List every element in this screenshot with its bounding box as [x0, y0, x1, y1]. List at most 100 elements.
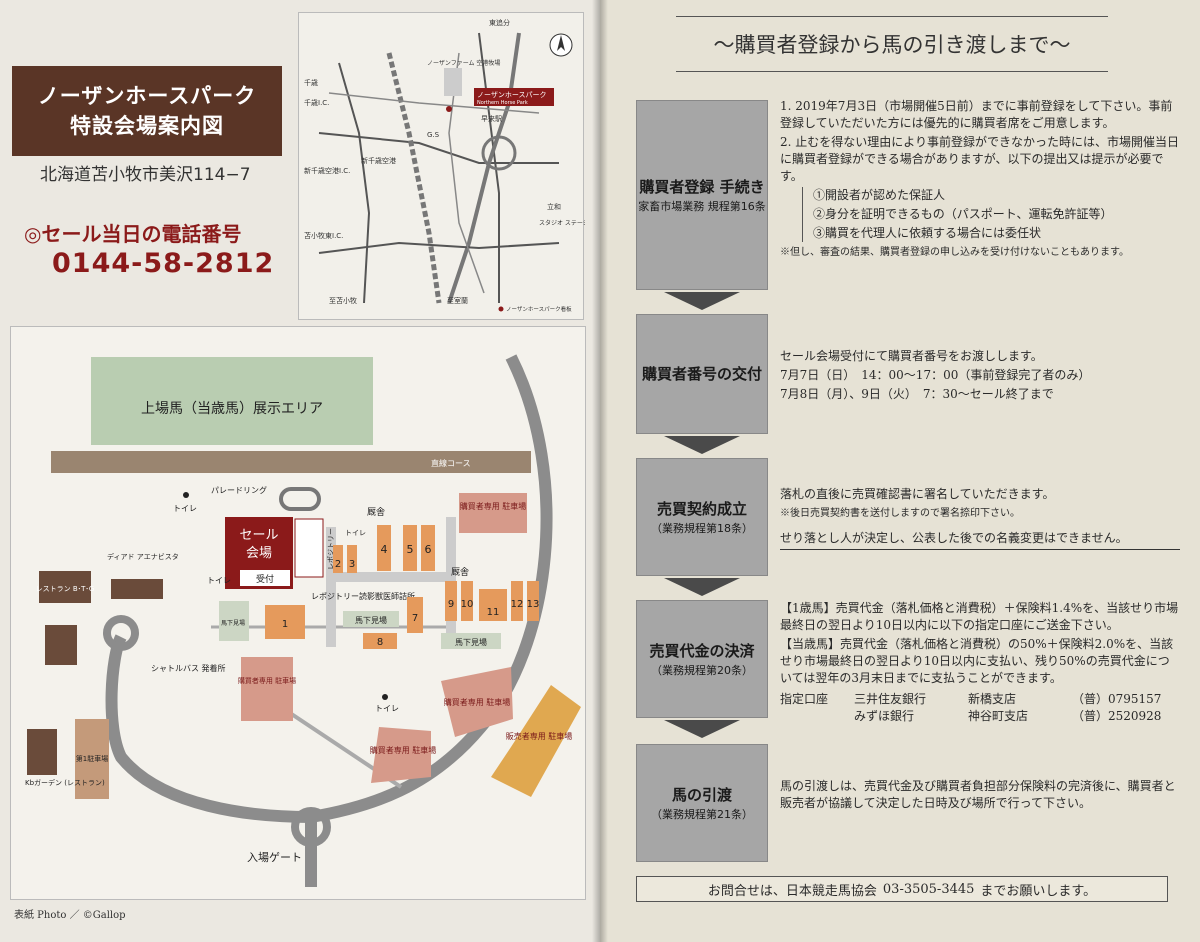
stall-13-label: 13: [527, 599, 540, 610]
flow-arrow-icon: [664, 292, 740, 310]
exhibit-area-label: 上場馬（当歳馬）展示エリア: [141, 401, 323, 417]
s1-option-2: ②身分を証明できるもの（パスポート、運転免許証等）: [813, 207, 1113, 221]
parking-1-label: 第1駐車場: [76, 754, 108, 763]
bank-1: 三井住友銀行: [854, 692, 927, 706]
label-shin-chitose: 新千歳空港: [361, 156, 396, 165]
vet-office-label: レポジトリー読影獣医師詰所: [311, 591, 415, 601]
tel-number: 0144-58-2812: [52, 248, 275, 279]
stall-3: [347, 545, 357, 573]
parade-ring: [279, 487, 321, 511]
buyer-parking-1-label: 購買者専用 駐車場: [460, 501, 527, 511]
contact-footer: お問合せは、日本競走馬協会 03-3505-3445 までお願いします。: [636, 876, 1168, 902]
step-2-title: 購買者番号の交付: [641, 365, 762, 383]
s4-p1: 【1歳馬】売買代金（落札価格と消費税）＋保険料1.4%を、当該せり市場最終日の翌…: [780, 601, 1179, 632]
s1-option-3: ③購買を代理人に依頼する場合には委任状: [813, 226, 1042, 240]
flow-arrow-icon: [664, 578, 740, 596]
buyer-parking-3: [441, 667, 513, 737]
label-shin-chitose-ic: 新千歳空港I.C.: [304, 166, 350, 175]
diad-building: [111, 579, 163, 599]
title-line2: 特設会場案内図: [70, 114, 224, 138]
stall-12-label: 12: [511, 599, 524, 610]
stall-9: [445, 581, 457, 621]
s1-p2: 2. 止むを得ない理由により事前登録ができなかった時には、市場開催当日に購買者登…: [780, 135, 1180, 183]
step-5-title: 馬の引渡: [671, 785, 732, 804]
stall-11-label: 11: [487, 607, 500, 618]
address: 北海道苫小牧市美沢114−7: [40, 165, 251, 185]
step-3-text: 落札の直後に売買確認書に署名していただきます。 ※後日売買契約書を送付しますので…: [780, 486, 1180, 552]
toilet-label-2: トイレ: [207, 576, 231, 585]
account-label: 指定口座: [780, 692, 829, 706]
kb-garden-label: Kbガーデン (レストラン): [25, 778, 105, 787]
step-box-number-issue: 購買者番号の交付: [636, 314, 768, 434]
label-to-tomakomai: 至苫小牧: [329, 296, 357, 305]
repository-label: レポジトリー: [327, 528, 335, 570]
label-gs: G.S: [427, 131, 440, 139]
entrance-label: 入場ゲート: [247, 851, 302, 864]
course-label: 直線コース: [431, 458, 471, 468]
s2-p3: 7月8日（月）、9日（火） 7：30〜セール終了まで: [780, 387, 1054, 401]
s3-p2: せり落とし人が決定し、公表した後での名義変更はできません。: [780, 530, 1180, 550]
label-legend: ノーザンホースパーク看板: [506, 305, 572, 313]
label-hayakita: 早来駅: [481, 115, 502, 123]
parking-1: [75, 719, 109, 799]
step-box-registration: 購買者登録 手続き 家畜市場業務 規程第16条: [636, 100, 768, 290]
buyer-parking-2-label: 購買者専用 駐車場: [238, 676, 296, 685]
branch-2: 神谷町支店: [968, 709, 1029, 723]
s3-p1: 落札の直後に売買確認書に署名していただきます。: [780, 487, 1055, 501]
step-box-contract: 売買契約成立 （業務規程第18条）: [636, 458, 768, 576]
stall-3-label: 3: [349, 559, 355, 570]
venue-map-svg: 上場馬（当歳馬）展示エリア 直線コース パレードリング トイレ セール 会場: [25, 354, 581, 887]
label-to-muroran: 至室蘭: [447, 296, 468, 305]
stall-6-label: 6: [425, 543, 432, 556]
label-park-jp: ノーザンホースパーク: [477, 91, 547, 99]
step-5-text: 馬の引渡しは、売買代金及び購買者負担部分保険料の完済後に、購買者と販売者が協議し…: [780, 778, 1180, 814]
s4-p2: 【当歳馬】売買代金（落札価格と消費税）の50%＋保険料2.0%を、当該せり市場最…: [780, 637, 1174, 685]
stall-11: [479, 589, 507, 621]
stall-4: [377, 525, 391, 571]
stall-9-label: 9: [448, 599, 454, 610]
buyer-parking-4: [371, 727, 431, 783]
diad-label: ディアド アエナビスタ: [107, 552, 179, 561]
stall-13: [527, 581, 539, 621]
sale-venue-label-2: 会場: [246, 546, 272, 561]
stall-5-label: 5: [407, 543, 414, 556]
step-box-delivery: 馬の引渡 （業務規程第21条）: [636, 744, 768, 862]
s2-p2: 7月7日（日） 14：00〜17：00（事前登録完了者のみ）: [780, 368, 1091, 382]
book-spine: [592, 0, 608, 942]
step-1-text: 1. 2019年7月3日（市場開催5日前）までに事前登録をして下さい。事前登録し…: [780, 98, 1180, 263]
locator-map: 東追分 千歳 千歳I.C. 新千歳空港 新千歳空港I.C. 苫小牧東I.C. ノ…: [298, 12, 585, 320]
label-park-en: Northern Horse Park: [477, 100, 528, 106]
s1-options: ①開設者が認めた保証人 ②身分を証明できるもの（パスポート、運転免許証等） ③購…: [802, 187, 1180, 242]
bank-accounts: 指定口座 三井住友銀行 新橋支店 （普）0795157 みずほ銀行 神谷町支店 …: [780, 691, 1180, 725]
toilet-label-3: トイレ: [345, 529, 366, 537]
s5-p1: 馬の引渡しは、売買代金及び購買者負担部分保険料の完済後に、購買者と販売者が協議し…: [780, 779, 1176, 810]
stall-5: [403, 525, 417, 571]
s2-p1: セール会場受付にて購買者番号をお渡しします。: [780, 349, 1043, 363]
stall-1-label: 1: [282, 619, 288, 630]
flow-heading: 〜購買者登録から馬の引き渡しまで〜: [676, 16, 1108, 72]
stall-6: [421, 525, 435, 571]
title-line1: ノーザンホースパーク: [37, 84, 257, 108]
step-box-payment: 売買代金の決済 （業務規程第20条）: [636, 600, 768, 718]
step-4-sub: （業務規程第20条）: [651, 663, 753, 677]
restaurant-label: レストラン B･T･G: [36, 585, 95, 593]
venue-map: 上場馬（当歳馬）展示エリア 直線コース パレードリング トイレ セール 会場: [10, 326, 586, 900]
stall-10: [461, 581, 473, 621]
step-3-sub: （業務規程第18条）: [651, 521, 753, 535]
branch-1: 新橋支店: [968, 692, 1017, 706]
parade-ring-label: パレードリング: [211, 485, 267, 495]
stall-12: [511, 581, 523, 621]
exhibit-area: [91, 357, 373, 445]
straight-course: [51, 451, 531, 473]
stall-2-label: 2: [335, 559, 341, 570]
sale-venue-label-1: セール: [239, 528, 278, 543]
s3-note: ※後日売買契約書を送付しますので署名捺印下さい。: [780, 508, 1020, 519]
flow-arrow-icon: [664, 720, 740, 738]
seller-parking-label: 販売者専用 駐車場: [506, 731, 573, 741]
inspection-label-3: 馬下見場: [221, 619, 245, 627]
label-tatsu: 立和: [547, 202, 561, 211]
buyer-parking-2: [241, 657, 293, 721]
restaurant-btg: [39, 571, 91, 603]
locator-map-svg: 東追分 千歳 千歳I.C. 新千歳空港 新千歳空港I.C. 苫小牧東I.C. ノ…: [304, 18, 585, 313]
stall-1: [265, 605, 305, 639]
